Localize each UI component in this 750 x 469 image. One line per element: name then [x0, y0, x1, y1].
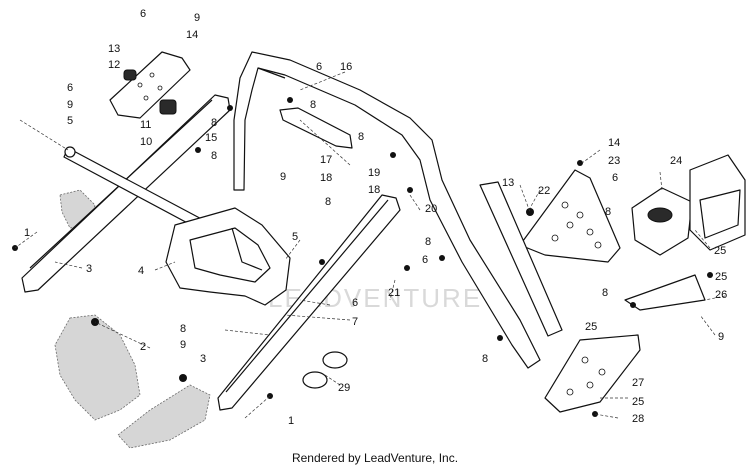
callout-label: 6 [140, 8, 146, 20]
callout-label: 22 [538, 185, 550, 197]
callout-label: 5 [292, 231, 298, 243]
control-unit [631, 154, 746, 256]
callout-label: 7 [352, 316, 358, 328]
callout-label: 8 [211, 117, 217, 129]
callout-label: 8 [605, 206, 611, 218]
callout-label: 8 [482, 353, 488, 365]
callout-label: 13 [108, 43, 120, 55]
leader-lines [14, 71, 726, 419]
bracket-17 [279, 107, 353, 149]
callout-label: 8 [602, 287, 608, 299]
callout-label: 19 [368, 167, 380, 179]
callout-label: 25 [632, 396, 644, 408]
callout-label: 25 [715, 271, 727, 283]
support-bar-lower [217, 194, 401, 411]
callout-label: 24 [670, 155, 682, 167]
bracket-26 [624, 274, 706, 311]
callout-label: 3 [200, 353, 206, 365]
callout-label: 6 [422, 254, 428, 266]
callout-labels: 1 1 2 3 3 4 5 5 6 6 6 6 6 6 7 8 8 8 8 8 … [24, 8, 727, 427]
callout-label: 8 [180, 323, 186, 335]
callout-label: 15 [205, 132, 217, 144]
callout-label: 8 [211, 150, 217, 162]
callout-label: 20 [425, 203, 437, 215]
callout-label: 17 [320, 154, 332, 166]
hose-clamps [302, 351, 348, 389]
callout-label: 25 [585, 321, 597, 333]
callout-label: 6 [316, 61, 322, 73]
callout-label: 4 [138, 265, 144, 277]
callout-label: 8 [310, 99, 316, 111]
callout-label: 6 [67, 82, 73, 94]
callout-label: 26 [715, 289, 727, 301]
callout-label: 21 [388, 287, 400, 299]
callout-label: 8 [325, 196, 331, 208]
callout-label: 13 [502, 177, 514, 189]
callout-label: 2 [140, 341, 146, 353]
callout-label: 9 [180, 339, 186, 351]
callout-label: 1 [288, 415, 294, 427]
chassis-bracket-bottom [117, 384, 211, 449]
callout-label: 3 [86, 263, 92, 275]
callout-label: 23 [608, 155, 620, 167]
callout-label: 12 [108, 59, 120, 71]
callout-label: 9 [67, 99, 73, 111]
mounting-plate-upper [109, 51, 191, 119]
callout-label: 25 [714, 245, 726, 257]
footer-credit: Rendered by LeadVenture, Inc. [291, 451, 459, 465]
mounting-plate-27 [544, 334, 641, 413]
callout-label: 8 [425, 236, 431, 248]
rear-bar [479, 181, 563, 337]
callout-label: 1 [24, 227, 30, 239]
callout-label: 18 [368, 184, 380, 196]
callout-label: 9 [718, 331, 724, 343]
roll-bar-rail [233, 51, 541, 369]
callout-label: 5 [67, 115, 73, 127]
callout-label: 29 [338, 382, 350, 394]
callout-label: 9 [280, 171, 286, 183]
callout-label: 14 [186, 29, 198, 41]
callout-label: 14 [608, 137, 620, 149]
callout-label: 10 [140, 136, 152, 148]
hardware-fasteners [12, 97, 713, 417]
mounting-plate-23 [519, 169, 621, 263]
callout-label: 28 [632, 413, 644, 425]
callout-label: 16 [340, 61, 352, 73]
callout-label: 11 [140, 119, 151, 131]
callout-label: 8 [358, 131, 364, 143]
callout-label: 6 [352, 297, 358, 309]
callout-label: 9 [194, 12, 200, 24]
callout-label: 27 [632, 377, 644, 389]
callout-label: 6 [612, 172, 618, 184]
floor-panel [165, 207, 291, 306]
callout-label: 18 [320, 172, 332, 184]
